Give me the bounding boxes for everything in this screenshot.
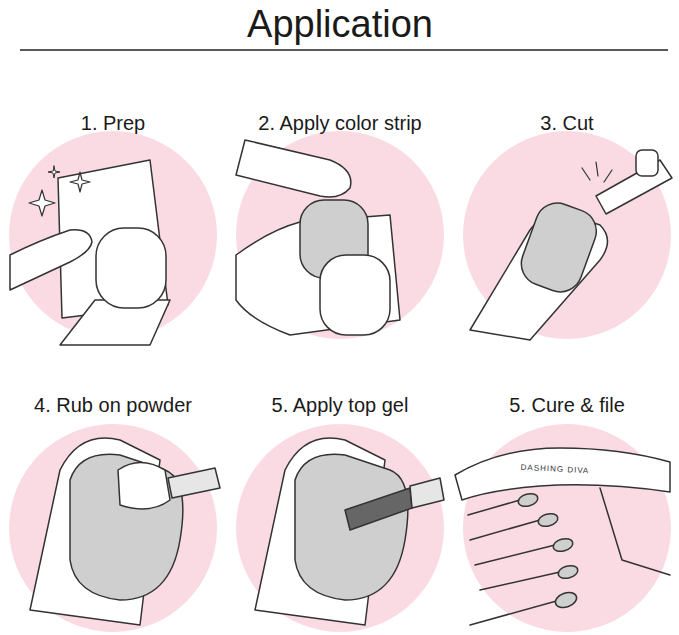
step-label: 5. Apply top gel [272,394,409,417]
step-label: 3. Cut [540,112,593,135]
powder-illustration [30,438,220,625]
cut-illustration [470,150,672,340]
step-label: 5. Cure & file [509,394,625,417]
prep-illustration [10,160,170,345]
top-gel-illustration [255,438,444,625]
color-strip-illustration [236,140,400,335]
step-label: 4. Rub on powder [34,394,192,417]
step-label: 1. Prep [81,112,145,135]
pink-circles [9,131,671,632]
cure-illustration [455,448,670,625]
page-title: Application [247,3,433,46]
step-label: 2. Apply color strip [258,112,421,135]
title-rule [20,49,668,51]
